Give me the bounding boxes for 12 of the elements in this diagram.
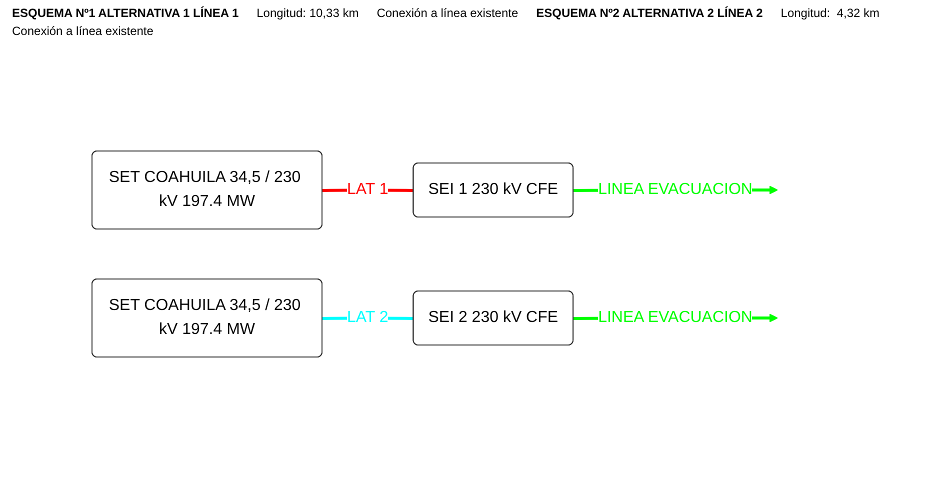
edge-label: LAT 1 <box>346 181 388 198</box>
edge-label: LAT 2 <box>346 309 388 326</box>
edge-label: LINEA EVACUACION <box>598 309 752 326</box>
line-note: Longitud: 4,32 km <box>780 6 880 20</box>
line-note: Conexión a línea existente <box>12 24 154 38</box>
line-note: Longitud: 10,33 km <box>256 6 359 20</box>
edge-label: LINEA EVACUACION <box>598 181 752 198</box>
scheme-heading: ESQUEMA Nº2 ALTERNATIVA 2 LÍNEA 2 <box>536 6 763 20</box>
node-text: SET COAHUILA 34,5 / 230 kV 197.4 MW <box>108 169 300 210</box>
node-text: SET COAHUILA 34,5 / 230 kV 197.4 MW <box>108 297 300 338</box>
scheme-heading: ESQUEMA Nº1 ALTERNATIVA 1 LÍNEA 1 <box>12 6 239 20</box>
line-note: Conexión a línea existente <box>376 6 518 20</box>
